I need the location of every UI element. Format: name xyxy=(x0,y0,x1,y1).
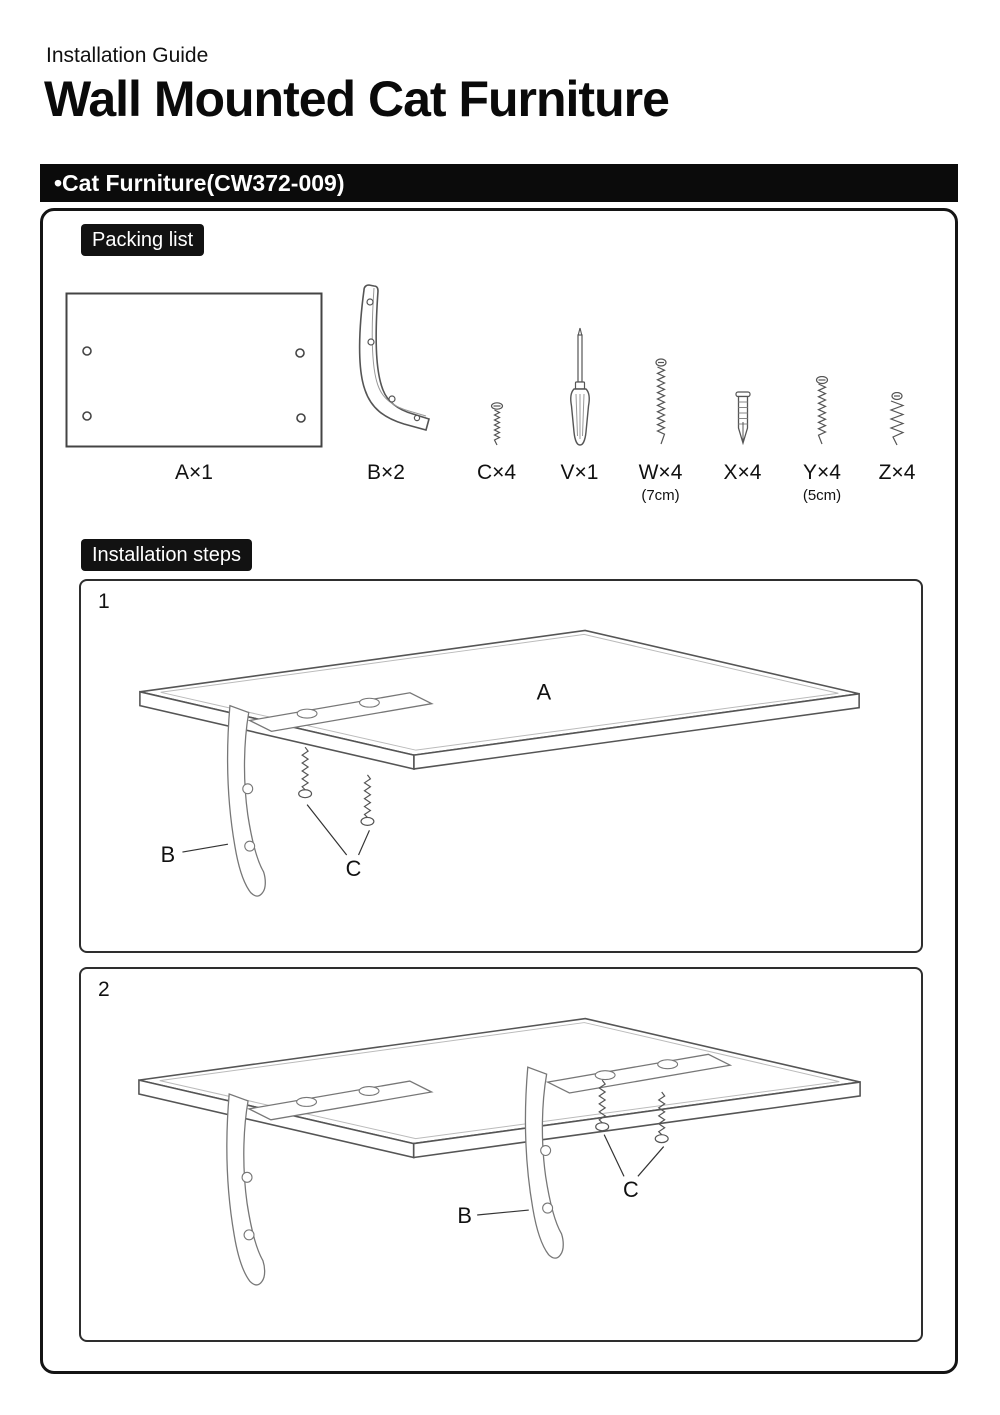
anchor-x-figure xyxy=(732,266,754,448)
panel-a-diagram xyxy=(65,292,323,448)
part-c-label: C×4 xyxy=(476,461,517,484)
part-b: B×2 xyxy=(319,266,453,505)
part-y: Y×4 (5cm) xyxy=(783,266,861,505)
leader-line-b xyxy=(182,843,229,853)
label-b: B xyxy=(457,1203,472,1228)
packing-list-heading: Packing list xyxy=(81,224,205,256)
anchor-x-diagram xyxy=(734,391,751,446)
screw-y-figure xyxy=(814,266,830,448)
screw-c-1 xyxy=(298,746,313,799)
screw-c-diagram xyxy=(490,402,503,446)
part-y-note: (5cm) xyxy=(802,487,842,504)
product-name: •Cat Furniture(CW372-009) xyxy=(54,169,345,196)
part-v: V×1 xyxy=(540,266,619,505)
screw-w-diagram xyxy=(654,358,667,445)
doc-kicker: Installation Guide xyxy=(46,44,209,67)
step-2: B C 2 xyxy=(79,967,923,1342)
leader-line-b xyxy=(477,1209,529,1216)
screw-z-diagram xyxy=(889,392,905,446)
part-a: A×1 xyxy=(65,266,323,505)
part-z-label: Z×4 xyxy=(878,461,916,484)
part-c: C×4 xyxy=(453,266,540,505)
bracket-b-figure xyxy=(340,266,432,448)
screw-w-figure xyxy=(652,266,670,448)
label-b: B xyxy=(161,842,176,867)
step-1-number: 1 xyxy=(98,590,110,613)
shelf-board-a xyxy=(139,629,860,770)
leader-line-c xyxy=(603,1134,665,1177)
label-a: A xyxy=(537,680,552,705)
part-w: W×4 (7cm) xyxy=(619,266,702,505)
main-panel: Packing list A×1 xyxy=(40,208,958,1374)
step-1-diagram: A B C xyxy=(139,629,860,897)
part-b-label: B×2 xyxy=(367,461,405,484)
part-w-label: W×4 xyxy=(638,461,683,484)
step-2-diagram: B C xyxy=(138,1017,861,1286)
screw-z-figure xyxy=(887,266,907,448)
screw-c-figure xyxy=(490,266,504,448)
step-1: A B C 1 xyxy=(79,579,923,953)
part-x-label: X×4 xyxy=(723,461,762,484)
screwdriver-v-figure xyxy=(568,266,592,448)
part-x: X×4 xyxy=(702,266,783,505)
screw-c-2 xyxy=(360,774,375,826)
installation-steps-heading: Installation steps xyxy=(81,539,252,571)
step-2-number: 2 xyxy=(98,978,110,1001)
shelf-board-a xyxy=(138,1017,861,1159)
label-c: C xyxy=(346,856,362,881)
packing-list-parts: A×1 B×2 xyxy=(65,266,933,505)
part-y-label: Y×4 xyxy=(803,461,841,484)
part-z: Z×4 xyxy=(861,266,933,505)
part-w-note: (7cm) xyxy=(641,487,680,504)
panel-a-figure xyxy=(65,266,323,448)
screw-y-diagram xyxy=(815,376,829,445)
part-a-label: A×1 xyxy=(175,461,213,484)
part-v-label: V×1 xyxy=(560,461,599,484)
product-header-bar: •Cat Furniture(CW372-009) xyxy=(40,164,958,202)
label-c: C xyxy=(623,1177,639,1202)
leader-line-c xyxy=(306,804,370,856)
bracket-b-diagram xyxy=(358,284,430,431)
screwdriver-v-diagram xyxy=(569,327,590,446)
doc-title: Wall Mounted Cat Furniture xyxy=(44,71,670,127)
